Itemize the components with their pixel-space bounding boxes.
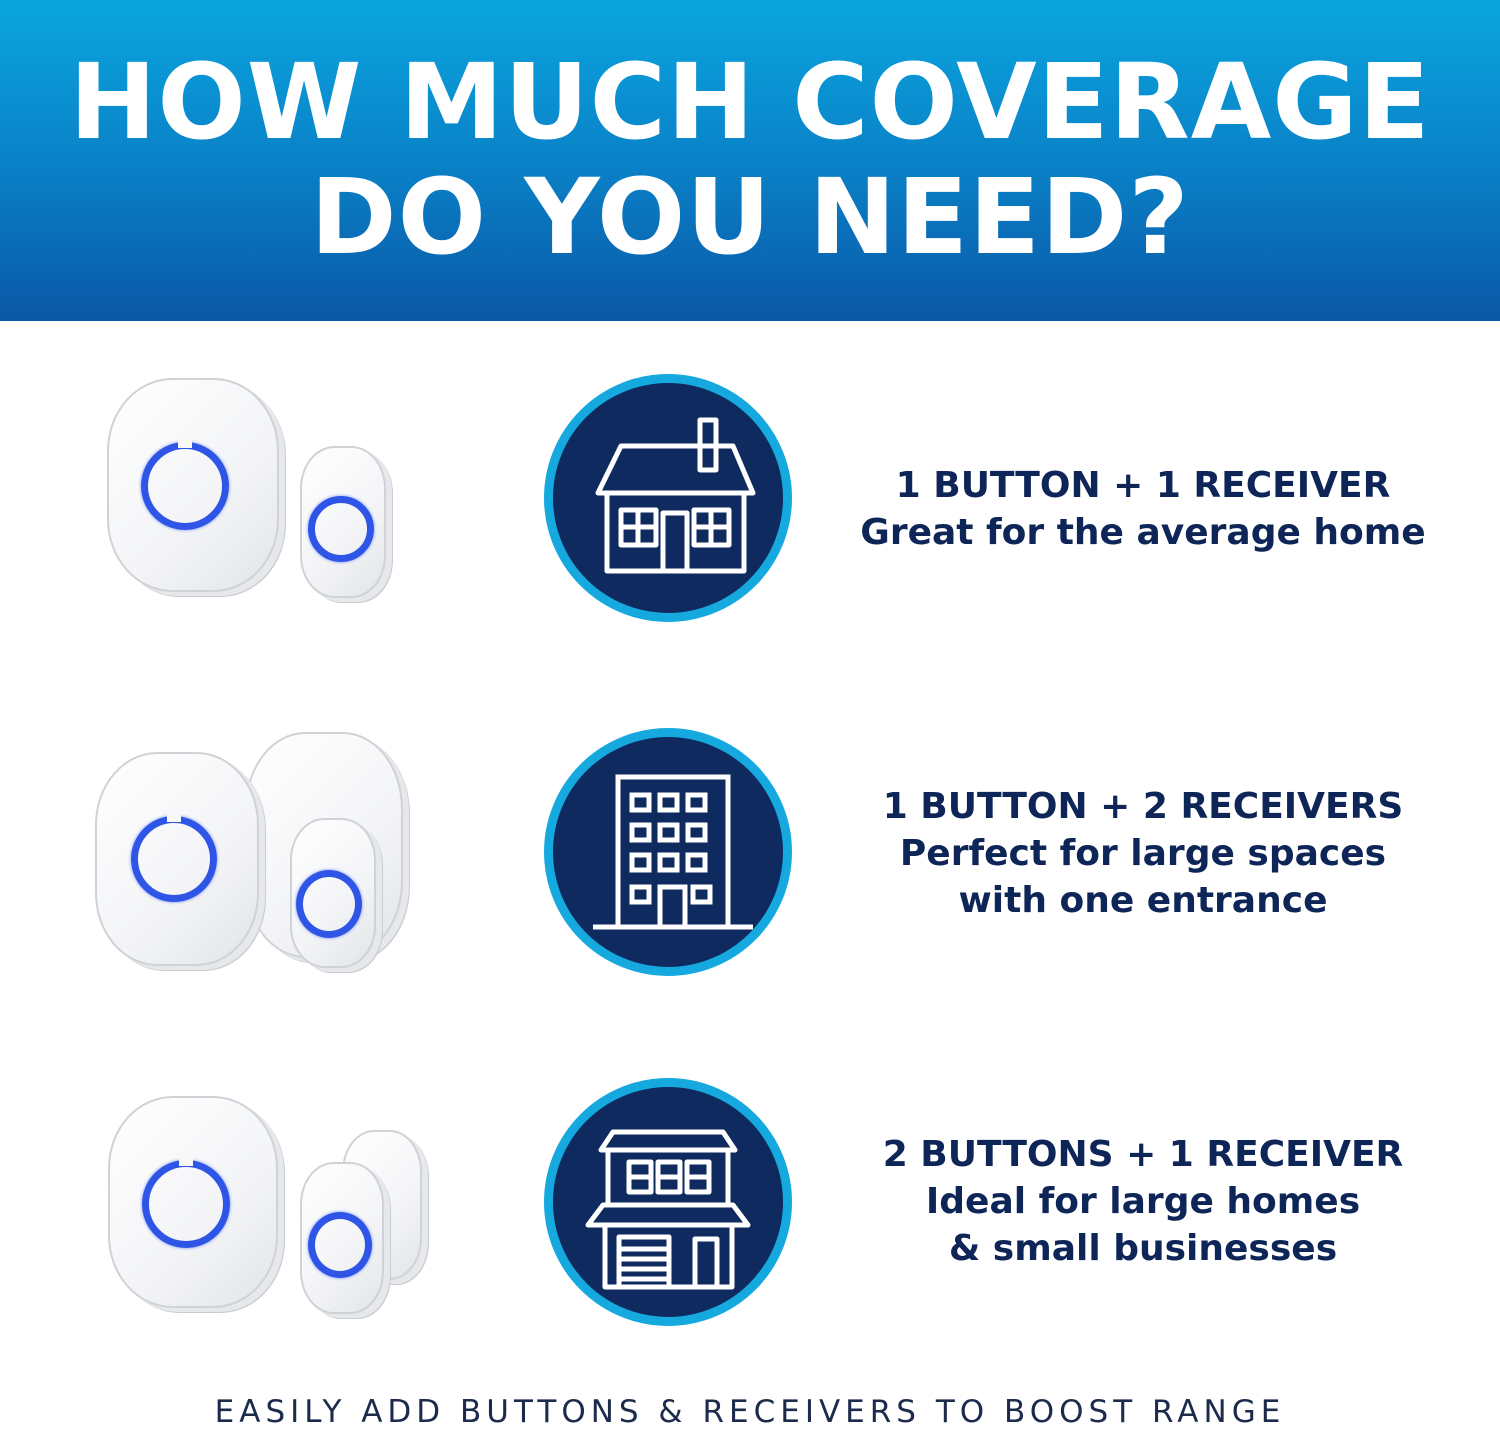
option-2-text: 1 BUTTON + 2 RECEIVERS Perfect for large… — [800, 783, 1486, 924]
receiver-image — [95, 752, 259, 966]
option-1-text: 1 BUTTON + 1 RECEIVER Great for the aver… — [800, 462, 1486, 556]
button-image — [300, 1162, 384, 1314]
house-icon — [544, 374, 792, 622]
footer-tagline: EASILY ADD BUTTONS & RECEIVERS TO BOOST … — [214, 1394, 1286, 1430]
option-heading: 2 BUTTONS + 1 RECEIVER — [882, 1134, 1404, 1175]
button-image — [290, 818, 376, 968]
apartment-building-icon — [544, 728, 792, 976]
receiver-image — [108, 1096, 278, 1308]
button-image — [300, 446, 386, 598]
header-banner: HOW MUCH COVERAGE DO YOU NEED? — [0, 0, 1500, 321]
commercial-building-icon — [544, 1078, 792, 1326]
option-3-text: 2 BUTTONS + 1 RECEIVER Ideal for large h… — [800, 1131, 1486, 1272]
title-line-2: DO YOU NEED? — [310, 156, 1190, 278]
option-heading: 1 BUTTON + 2 RECEIVERS — [882, 786, 1404, 827]
title-line-1: HOW MUCH COVERAGE — [69, 41, 1431, 163]
receiver-image — [107, 378, 279, 592]
option-description: Perfect for large spaces — [899, 833, 1387, 874]
option-heading: 1 BUTTON + 1 RECEIVER — [895, 465, 1391, 506]
option-description: with one entrance — [958, 880, 1328, 921]
option-description: Ideal for large homes — [925, 1181, 1361, 1222]
option-description: & small businesses — [948, 1228, 1338, 1269]
option-description: Great for the average home — [860, 512, 1426, 553]
